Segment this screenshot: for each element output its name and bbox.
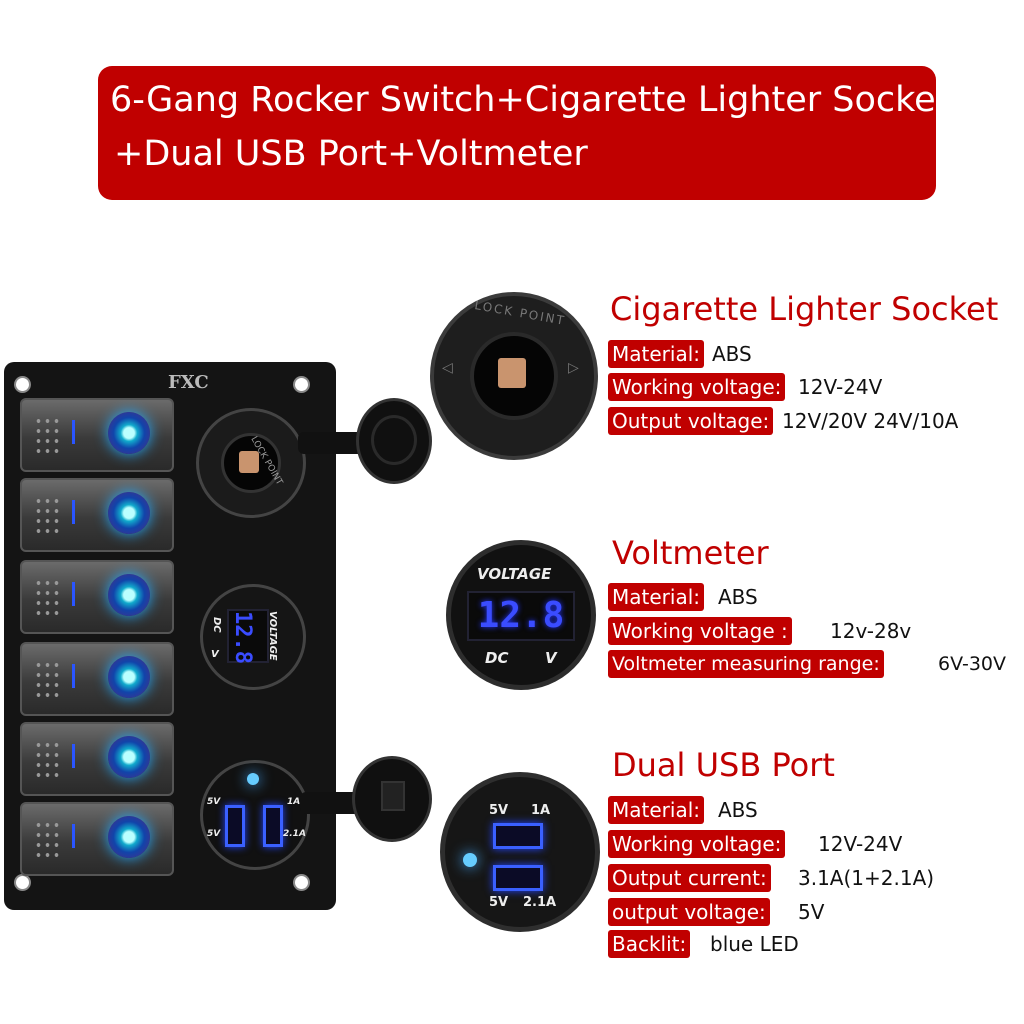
mount-hole xyxy=(293,874,310,891)
title-line-2: +Dual USB Port+Voltmeter xyxy=(114,134,588,174)
panel-usb-cap[interactable] xyxy=(352,756,432,842)
panel-dc-label: DC xyxy=(211,617,222,633)
arrow-left-icon: ◁ xyxy=(442,360,453,376)
mount-hole xyxy=(293,376,310,393)
arrow-right-icon: ▷ xyxy=(568,360,579,376)
spec-value: blue LED xyxy=(710,932,799,956)
usb-label: 5V xyxy=(207,797,221,807)
cigarette-socket-closeup: LOCK POINT ◁ ▷ xyxy=(430,292,598,460)
indicator-bar xyxy=(72,744,75,768)
indicator-bar xyxy=(72,420,75,444)
spec-label: Working voltage: xyxy=(608,830,786,858)
led-icon xyxy=(108,736,150,778)
indicator-bar xyxy=(72,824,75,848)
rocker-switch-4[interactable] xyxy=(20,642,174,716)
spec-value: ABS xyxy=(712,342,752,366)
usb-port2-current: 2.1A xyxy=(523,895,557,910)
panel-v-label: V xyxy=(211,649,219,660)
dots-icon xyxy=(34,820,60,860)
mount-hole xyxy=(14,376,31,393)
dots-icon xyxy=(34,496,60,536)
spec-value: 12v-28v xyxy=(830,619,912,643)
rocker-switch-3[interactable] xyxy=(20,560,174,634)
led-icon xyxy=(108,816,150,858)
v-label: V xyxy=(545,649,557,667)
spec-label: Material: xyxy=(608,583,704,611)
panel-voltmeter: 12.8 VOLTAGE DC V xyxy=(200,584,306,690)
usb-label: 5V xyxy=(207,829,221,839)
spec-value: 3.1A(1+2.1A) xyxy=(798,866,935,890)
indicator-bar xyxy=(72,664,75,688)
led-icon xyxy=(108,574,150,616)
usb-label: 1A xyxy=(287,797,301,807)
dots-icon xyxy=(34,416,60,456)
dots-icon xyxy=(34,740,60,780)
dots-icon xyxy=(34,578,60,618)
usb-port1-voltage: 5V xyxy=(489,803,509,818)
usb-slot-icon[interactable] xyxy=(225,805,245,847)
mount-hole xyxy=(14,874,31,891)
usb-led-icon xyxy=(247,773,259,785)
indicator-bar xyxy=(72,582,75,606)
cap-plug xyxy=(381,781,405,811)
spec-label: output voltage: xyxy=(608,898,770,926)
rocker-switch-6[interactable] xyxy=(20,802,174,876)
spec-label: Working voltage : xyxy=(608,617,792,645)
spec-value: 12V-24V xyxy=(818,832,903,856)
dc-label: DC xyxy=(485,649,509,667)
usb-port1-current: 1A xyxy=(531,803,551,818)
usb-slot-icon[interactable] xyxy=(263,805,283,847)
spec-label: Material: xyxy=(608,340,704,368)
usb-slot-icon[interactable] xyxy=(493,865,543,891)
spec-label: Working voltage: xyxy=(608,373,786,401)
brand-logo: FXC xyxy=(168,372,209,393)
usb-heading: Dual USB Port xyxy=(612,746,835,784)
usb-led-icon xyxy=(463,853,477,867)
spec-value: 6V-30V xyxy=(938,653,1007,675)
rocker-switch-1[interactable] xyxy=(20,398,174,472)
usb-slot-icon[interactable] xyxy=(493,823,543,849)
spec-label: Backlit: xyxy=(608,930,691,958)
spec-label: Material: xyxy=(608,796,704,824)
title-line-1: 6-Gang Rocker Switch+Cigarette Lighter S… xyxy=(110,80,950,120)
cigarette-heading: Cigarette Lighter Socket xyxy=(610,290,999,328)
cap-tether xyxy=(298,432,368,454)
led-icon xyxy=(108,492,150,534)
led-icon xyxy=(108,656,150,698)
voltmeter-display: 12.8 xyxy=(467,591,575,641)
spec-value: ABS xyxy=(718,798,758,822)
rocker-switch-5[interactable] xyxy=(20,722,174,796)
spec-label: Output current: xyxy=(608,864,771,892)
socket-contact xyxy=(498,358,526,388)
dots-icon xyxy=(34,660,60,700)
spec-value: 12V-24V xyxy=(798,375,883,399)
spec-value: 5V xyxy=(798,900,825,924)
spec-value: 12V/20V 24V/10A xyxy=(782,409,959,433)
lock-point-text: LOCK POINT xyxy=(473,298,567,328)
panel-cigarette-socket[interactable]: LOCK POINT xyxy=(196,408,306,518)
voltmeter-closeup: VOLTAGE 12.8 DC V xyxy=(446,540,596,690)
indicator-bar xyxy=(72,500,75,524)
voltmeter-heading: Voltmeter xyxy=(612,534,769,572)
spec-label: Voltmeter measuring range: xyxy=(608,650,884,678)
spec-value: ABS xyxy=(718,585,758,609)
spec-label: Output voltage: xyxy=(608,407,774,435)
rocker-switch-2[interactable] xyxy=(20,478,174,552)
panel-usb-port: 5V 1A 5V 2.1A xyxy=(200,760,310,870)
cap-ring xyxy=(371,415,417,465)
usb-label: 2.1A xyxy=(283,829,306,839)
panel-socket-cap[interactable] xyxy=(356,398,432,484)
voltage-badge: VOLTAGE xyxy=(477,565,552,583)
led-icon xyxy=(108,412,150,454)
socket-contact xyxy=(239,451,259,473)
panel-voltmeter-display: 12.8 xyxy=(227,609,269,664)
usb-port2-voltage: 5V xyxy=(489,895,509,910)
title-banner: 6-Gang Rocker Switch+Cigarette Lighter S… xyxy=(98,66,949,200)
panel-voltage-badge: VOLTAGE xyxy=(267,611,278,661)
usb-port-closeup: 5V 1A 5V 2.1A xyxy=(440,772,600,932)
